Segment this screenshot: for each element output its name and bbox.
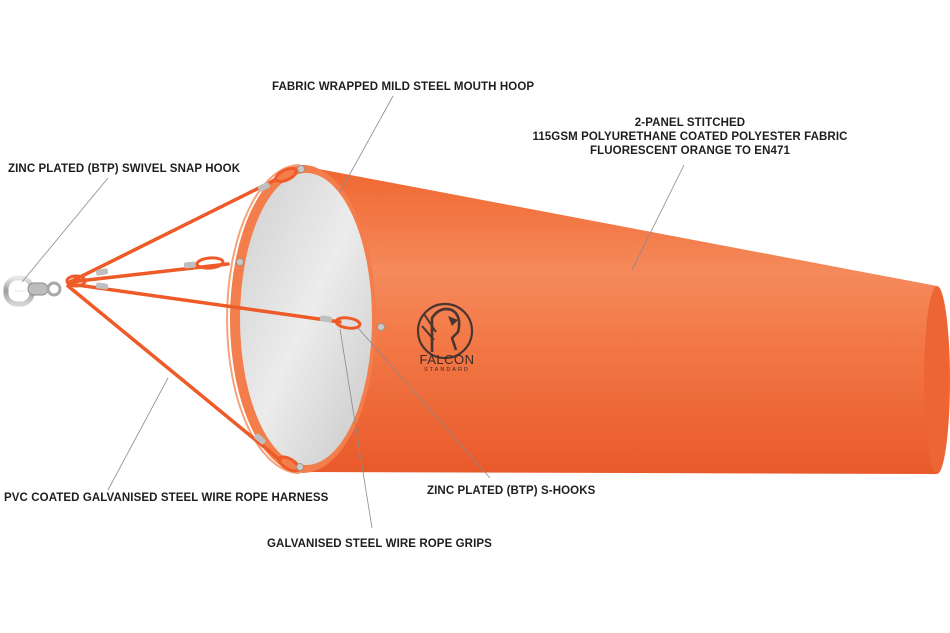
windsock-body xyxy=(303,166,946,474)
label-fabric: 2-PANEL STITCHED 115GSM POLYURETHANE COA… xyxy=(520,116,860,158)
label-fabric-line3: FLUORESCENT ORANGE TO EN471 xyxy=(590,145,790,157)
windsock-tail xyxy=(924,286,950,474)
label-rope-grips: GALVANISED STEEL WIRE ROPE GRIPS xyxy=(267,538,492,550)
label-harness: PVC COATED GALVANISED STEEL WIRE ROPE HA… xyxy=(4,492,329,504)
logo-subtitle: STANDARD xyxy=(424,367,470,373)
wire-rope-grips xyxy=(95,182,333,445)
swivel-snap-hook-icon xyxy=(3,275,62,307)
wire-rope-harness xyxy=(66,178,342,462)
label-fabric-line1: 2-PANEL STITCHED xyxy=(634,117,746,129)
logo-wordmark: FALCON STANDARD xyxy=(412,352,482,373)
label-fabric-line2: 115GSM POLYURETHANE COATED POLYESTER FAB… xyxy=(532,131,848,143)
logo-name: FALCON xyxy=(419,352,475,367)
falcon-standard-logo xyxy=(416,302,474,360)
label-s-hooks: ZINC PLATED (BTP) S-HOOKS xyxy=(427,485,596,497)
s-hooks xyxy=(236,165,385,471)
windsock-interior xyxy=(240,173,372,465)
label-mouth-hoop: FABRIC WRAPPED MILD STEEL MOUTH HOOP xyxy=(272,81,535,93)
leader-lines xyxy=(21,95,685,529)
label-snap-hook: ZINC PLATED (BTP) SWIVEL SNAP HOOK xyxy=(8,163,241,175)
